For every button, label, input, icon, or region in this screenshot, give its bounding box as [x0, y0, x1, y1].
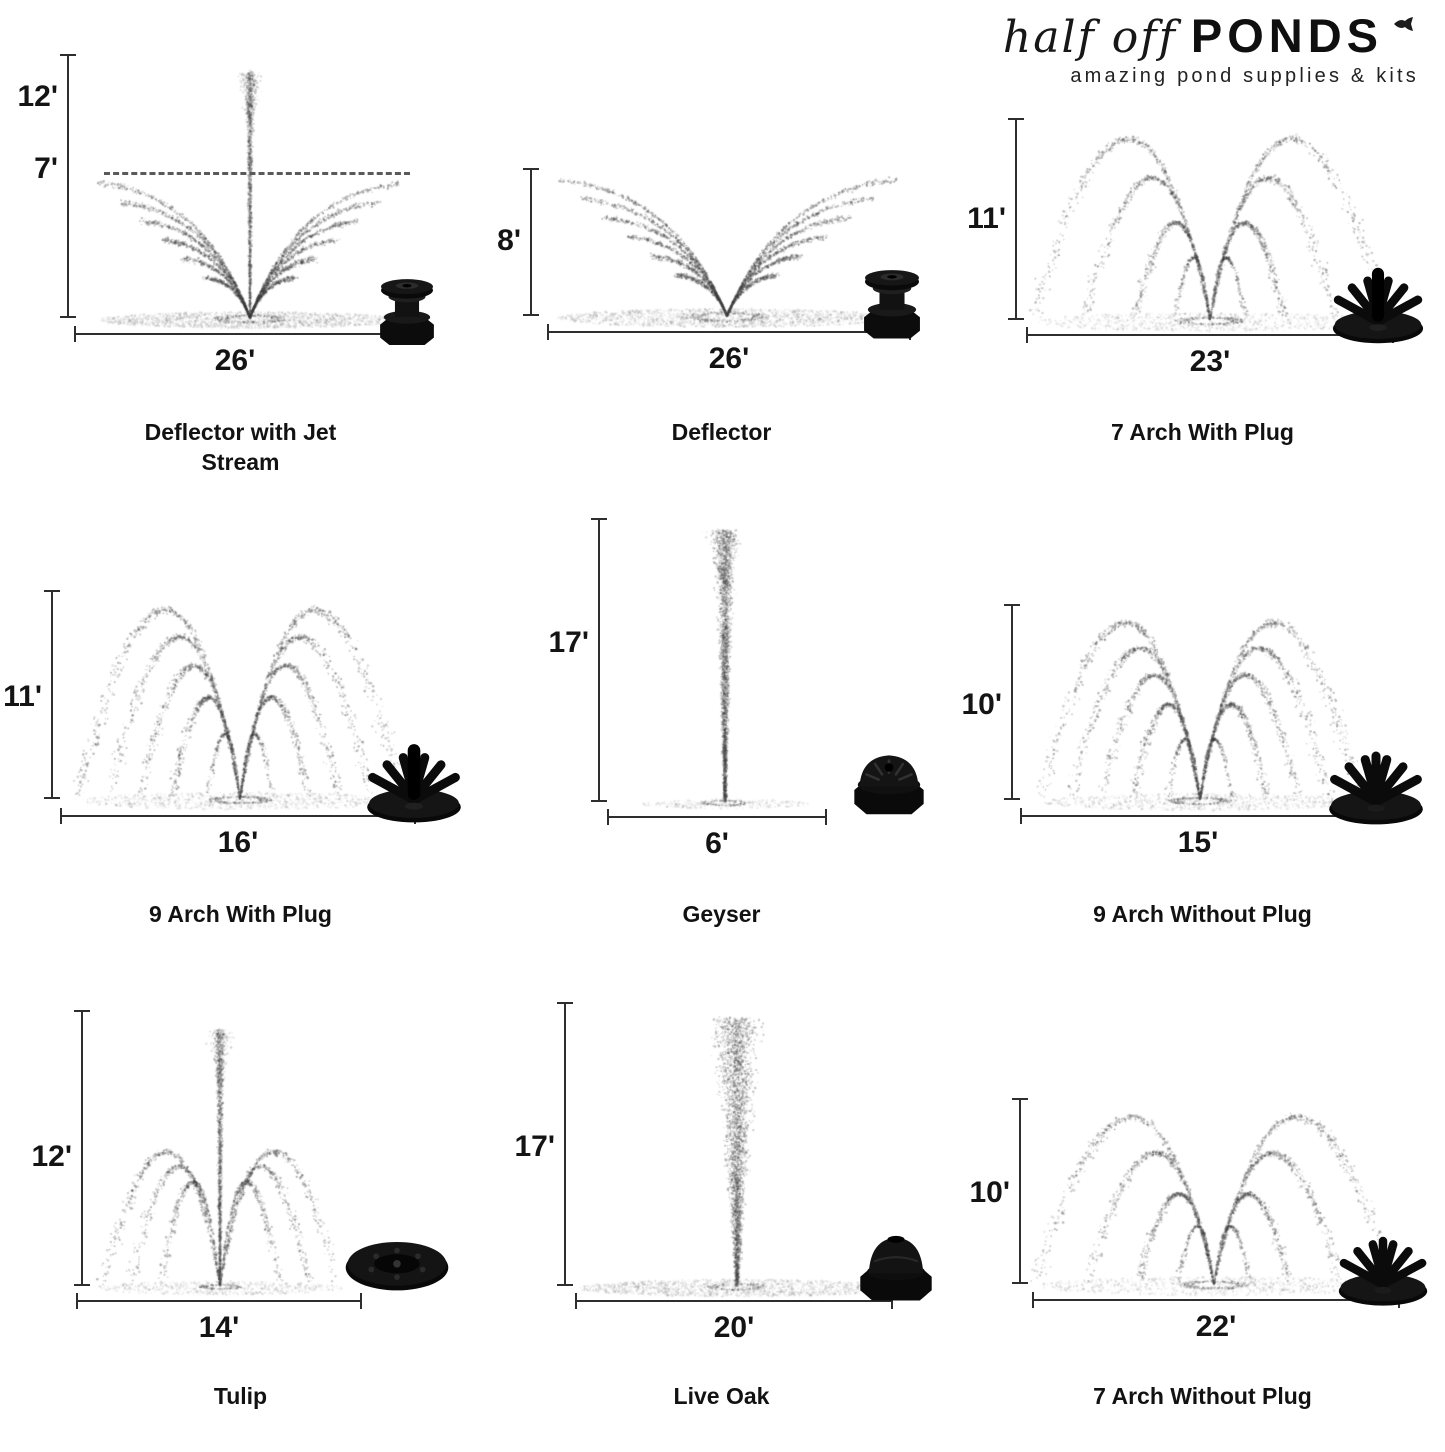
height-label: 17' — [548, 626, 589, 659]
height-dimension-line — [44, 590, 60, 799]
fountain-name: 7 Arch With Plug — [1111, 419, 1294, 445]
spray-pattern-canvas — [10, 20, 470, 370]
height-label: 10' — [961, 688, 1002, 721]
width-label: 23' — [1189, 345, 1231, 378]
fountain-name: 7 Arch Without Plug — [1093, 1383, 1312, 1409]
height-reference-dashed-line — [104, 172, 410, 175]
height-label: 10' — [969, 1176, 1010, 1209]
fountain-panel-live-oak: 17' 20' Live Oak — [481, 970, 962, 1452]
width-label: 22' — [1195, 1310, 1237, 1343]
spray-illustration: 17' 20' — [491, 984, 951, 1344]
spray-illustration: 10' 22' — [969, 984, 1434, 1343]
height-dimension-line — [557, 1002, 573, 1286]
spray-illustration: 11' 16' — [3, 502, 470, 859]
deflector-nozzle-icon — [356, 256, 458, 349]
arch-plug-nozzle-icon — [1326, 260, 1430, 347]
fountain-name: 9 Arch Without Plug — [1093, 901, 1312, 927]
fountain-panel-7-arch-without-plug: 10' 22' 7 Arch Without Plug — [962, 970, 1443, 1452]
brand-name: half off PONDS — [1003, 8, 1419, 63]
height-dimension-line — [74, 1010, 90, 1286]
height-dimension-line — [523, 168, 539, 316]
fountain-name: Deflector with Jet Stream — [144, 419, 337, 475]
fountain-panel-geyser: 17' 6' Geyser — [481, 488, 962, 970]
width-dimension-line — [74, 326, 396, 342]
width-label: 26' — [708, 342, 750, 375]
brand-name-script: half off — [1002, 12, 1177, 63]
width-dimension-line — [76, 1293, 362, 1309]
liveoak-nozzle-icon — [845, 1224, 947, 1305]
spray-illustration: 10' 15' — [961, 502, 1432, 859]
spray-illustration: 8' 26' — [491, 20, 951, 375]
fountain-name: Live Oak — [673, 1383, 770, 1409]
height-label: 12' — [31, 1140, 72, 1173]
arch-noplug-nozzle-icon — [1322, 738, 1430, 828]
width-label: 15' — [1177, 826, 1219, 859]
height-dimension-line — [1004, 604, 1020, 800]
height-label: 12' — [17, 80, 58, 113]
fountain-panel-9-arch-with-plug: 11' 16' 9 Arch With Plug — [0, 488, 481, 970]
brand-name-bold: PONDS — [1190, 9, 1383, 62]
spray-pattern-canvas — [972, 984, 1432, 1334]
fountain-panel-deflector: 8' 26' Deflector — [481, 6, 962, 488]
height-label: 11' — [3, 680, 42, 713]
height-dimension-line — [60, 54, 76, 318]
fountain-name: Geyser — [682, 901, 761, 927]
fountain-name: 9 Arch With Plug — [149, 901, 332, 927]
tulip-nozzle-icon — [340, 1222, 454, 1303]
spray-illustration: 11' 23' — [967, 20, 1432, 378]
fountain-panel-deflector-with-jet-stream: 12' 7' 26' Deflector with Jet Stream — [0, 6, 481, 488]
width-label: 26' — [214, 344, 256, 377]
spray-illustration: 12' 14' — [10, 984, 470, 1344]
width-dimension-line — [575, 1293, 893, 1309]
deflector-nozzle-icon — [839, 246, 945, 342]
fountain-name: Deflector — [671, 419, 772, 445]
brand-tagline: amazing pond supplies & kits — [1070, 65, 1419, 87]
height-label: 17' — [514, 1130, 555, 1163]
height-dimension-line — [591, 518, 607, 802]
height-label: 11' — [967, 202, 1006, 235]
width-dimension-line — [607, 809, 827, 825]
fountain-grid: 12' 7' 26' Deflector with Jet Stream 8' … — [0, 6, 1443, 1452]
arch-plug-nozzle-icon — [360, 736, 468, 826]
fountain-name: Tulip — [213, 1383, 268, 1409]
fountain-panel-9-arch-without-plug: 10' 15' 9 Arch Without Plug — [961, 488, 1443, 970]
spray-illustration: 12' 7' 26' — [10, 20, 470, 377]
spray-illustration: 17' 6' — [491, 502, 951, 860]
width-label: 16' — [217, 826, 259, 859]
height-label: 8' — [497, 224, 521, 257]
fountain-panel-7-arch-with-plug: 11' 23' 7 Arch With Plug — [962, 6, 1443, 488]
height-dimension-line — [1012, 1098, 1028, 1284]
geyser-nozzle-icon — [837, 738, 941, 820]
width-label: 14' — [198, 1311, 240, 1344]
width-label: 20' — [713, 1311, 755, 1344]
height-dimension-line — [1008, 118, 1024, 320]
width-label: 6' — [705, 827, 729, 860]
fish-icon — [1393, 16, 1419, 32]
secondary-height-label: 7' — [34, 152, 58, 185]
arch-noplug-nozzle-icon — [1332, 1224, 1434, 1309]
fountain-panel-tulip: 12' 14' Tulip — [0, 970, 481, 1452]
brand-logo: half off PONDS amazing pond supplies & k… — [1003, 8, 1419, 88]
